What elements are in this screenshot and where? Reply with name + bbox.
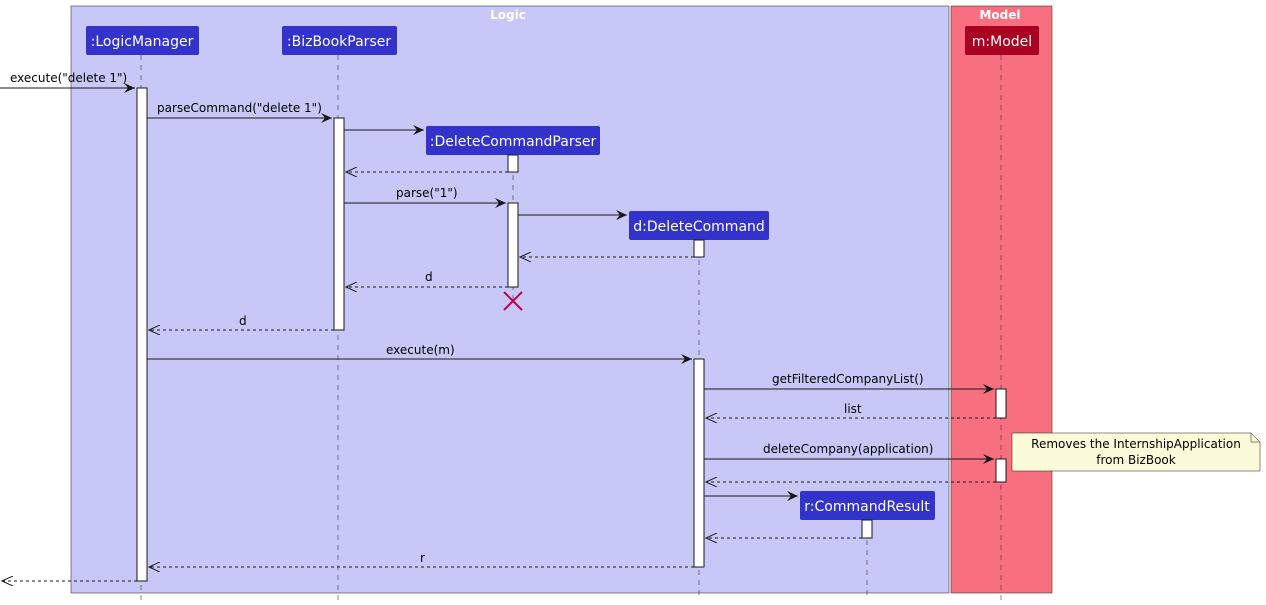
logic-box-title: Logic — [490, 8, 526, 22]
messages — [0, 83, 996, 581]
activation-logic-manager — [136, 87, 148, 582]
note-line-1: Removes the InternshipApplication — [1031, 437, 1241, 451]
participant-delete-command-parser[interactable]: :DeleteCommandParser — [426, 126, 600, 155]
destroy-mark — [503, 291, 523, 311]
note-line-2: from BizBook — [1096, 453, 1176, 467]
participant-bizbook-parser[interactable]: :BizBookParser — [282, 26, 397, 55]
label-parse-1: parse("1") — [396, 186, 458, 200]
activation-delete-command-parser-parse — [507, 202, 519, 288]
label-return-r: r — [420, 551, 425, 565]
activation-bars — [136, 87, 1007, 582]
participant-logic-manager[interactable]: :LogicManager — [86, 26, 199, 55]
participant-model-label: m:Model — [972, 34, 1032, 50]
activation-delete-command-parser-create — [507, 154, 519, 173]
participant-command-result-label: r:CommandResult — [804, 499, 930, 515]
label-execute-m: execute(m) — [386, 343, 455, 357]
label-execute-delete: execute("delete 1") — [10, 71, 127, 85]
note: Removes the InternshipApplication from B… — [1011, 432, 1261, 472]
label-parse-command: parseCommand("delete 1") — [157, 101, 322, 115]
participant-bizbook-parser-label: :BizBookParser — [287, 34, 391, 50]
activation-bizbook-parser — [333, 117, 345, 331]
label-return-d-to-parser: d — [425, 270, 433, 284]
activation-command-result — [861, 519, 873, 539]
participant-model[interactable]: m:Model — [965, 26, 1039, 55]
label-return-d-to-manager: d — [239, 314, 247, 328]
model-box: Model — [950, 5, 1053, 594]
activation-delete-command-create — [693, 239, 705, 258]
label-delete-company: deleteCompany(application) — [763, 442, 933, 456]
participant-logic-manager-label: :LogicManager — [91, 34, 194, 50]
model-box-title: Model — [979, 8, 1020, 22]
participant-command-result[interactable]: r:CommandResult — [800, 491, 935, 520]
participant-delete-command[interactable]: d:DeleteCommand — [629, 211, 769, 240]
label-get-filtered-company-list: getFilteredCompanyList() — [772, 372, 924, 386]
activation-model-delete — [995, 458, 1007, 483]
participant-delete-command-label: d:DeleteCommand — [633, 219, 765, 235]
label-return-list: list — [844, 402, 862, 416]
participant-delete-command-parser-label: :DeleteCommandParser — [430, 134, 597, 150]
activation-delete-command-execute — [693, 358, 705, 568]
activation-model-get — [995, 388, 1007, 419]
